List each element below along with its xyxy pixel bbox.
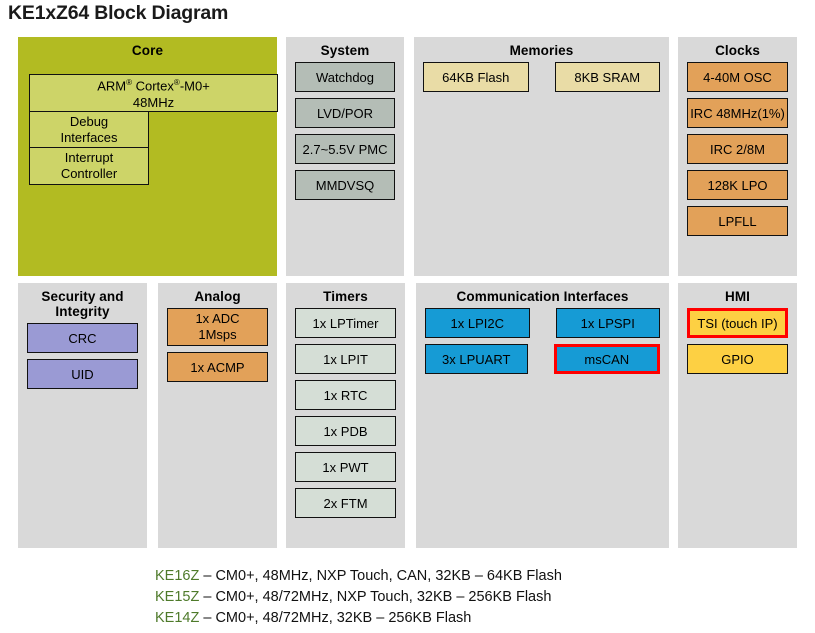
footer-line-ke14z: KE14Z – CM0+, 48/72MHz, 32KB – 256KB Fla… bbox=[155, 608, 562, 629]
block-tsi: TSI (touch IP) bbox=[687, 308, 788, 338]
panel-body-hmi: TSI (touch IP) GPIO bbox=[678, 308, 797, 374]
block-acmp: 1x ACMP bbox=[167, 352, 268, 382]
panel-title-security: Security and Integrity bbox=[18, 283, 147, 319]
block-arm-cortex-m0: ARM® Cortex®-M0+ 48MHz bbox=[29, 74, 278, 112]
footer-key-ke15z: KE15Z bbox=[155, 589, 200, 605]
block-osc: 4-40M OSC bbox=[687, 62, 788, 92]
footer-line-ke15z: KE15Z – CM0+, 48/72MHz, NXP Touch, 32KB … bbox=[155, 587, 562, 608]
block-ftm: 2x FTM bbox=[295, 488, 396, 518]
block-lptimer: 1x LPTimer bbox=[295, 308, 396, 338]
panel-title-core: Core bbox=[131, 43, 164, 58]
block-pdb: 1x PDB bbox=[295, 416, 396, 446]
debug-line2: Interfaces bbox=[60, 130, 118, 145]
panel-body-analog: 1x ADC 1Msps 1x ACMP bbox=[158, 308, 277, 382]
panel-title-analog: Analog bbox=[194, 289, 241, 304]
footer-line-ke16z: KE16Z – CM0+, 48MHz, NXP Touch, CAN, 32K… bbox=[155, 566, 562, 587]
panel-body-clocks: 4-40M OSC IRC 48MHz(1%) IRC 2/8M 128K LP… bbox=[678, 62, 797, 236]
block-watchdog: Watchdog bbox=[295, 62, 395, 92]
block-pwt: 1x PWT bbox=[295, 452, 396, 482]
footer-key-ke14z: KE14Z bbox=[155, 610, 200, 626]
memories-row: 64KB Flash 8KB SRAM bbox=[423, 62, 660, 98]
block-adc: 1x ADC 1Msps bbox=[167, 308, 268, 346]
block-interrupt-controller: Interrupt Controller bbox=[29, 147, 149, 185]
panel-core: Core ARM® Cortex®-M0+ 48MHz Debug Interf… bbox=[18, 37, 278, 276]
panel-hmi: HMI TSI (touch IP) GPIO bbox=[678, 283, 797, 548]
block-irc-2-8m: IRC 2/8M bbox=[687, 134, 788, 164]
panel-timers: Timers 1x LPTimer 1x LPIT 1x RTC 1x PDB … bbox=[286, 283, 405, 548]
registered-icon: ® bbox=[173, 78, 180, 88]
registered-icon: ® bbox=[126, 78, 132, 88]
block-128k-lpo: 128K LPO bbox=[687, 170, 788, 200]
communication-row-2: 3x LPUART msCAN bbox=[425, 344, 660, 380]
block-lpuart: 3x LPUART bbox=[425, 344, 528, 374]
panel-body-communication: 1x LPI2C 1x LPSPI 3x LPUART msCAN bbox=[416, 308, 669, 380]
panel-body-memories: 64KB Flash 8KB SRAM bbox=[414, 62, 669, 98]
communication-row-1: 1x LPI2C 1x LPSPI bbox=[425, 308, 660, 344]
panel-title-hmi: HMI bbox=[724, 289, 751, 304]
block-mmdvsq: MMDVSQ bbox=[295, 170, 395, 200]
panel-clocks: Clocks 4-40M OSC IRC 48MHz(1%) IRC 2/8M … bbox=[678, 37, 797, 276]
panel-title-clocks: Clocks bbox=[715, 43, 760, 58]
block-flash: 64KB Flash bbox=[423, 62, 529, 92]
panel-title-communication: Communication Interfaces bbox=[456, 289, 629, 304]
block-lpfll: LPFLL bbox=[687, 206, 788, 236]
block-lpspi: 1x LPSPI bbox=[555, 308, 660, 338]
panel-title-security-line2: Integrity bbox=[55, 304, 110, 319]
block-pmc: 2.7~5.5V PMC bbox=[295, 134, 395, 164]
footer-legend: KE16Z – CM0+, 48MHz, NXP Touch, CAN, 32K… bbox=[155, 566, 562, 629]
irq-line2: Controller bbox=[60, 166, 118, 181]
panel-system: System Watchdog LVD/POR 2.7~5.5V PMC MMD… bbox=[286, 37, 404, 276]
footer-desc-ke16z: – CM0+, 48MHz, NXP Touch, CAN, 32KB – 64… bbox=[199, 568, 562, 584]
panel-body-timers: 1x LPTimer 1x LPIT 1x RTC 1x PDB 1x PWT … bbox=[286, 308, 405, 518]
panel-title-system: System bbox=[320, 43, 370, 58]
irq-line1: Interrupt bbox=[64, 150, 114, 165]
block-uid: UID bbox=[27, 359, 138, 389]
arm-text: ARM bbox=[97, 78, 127, 94]
panel-title-timers: Timers bbox=[323, 289, 368, 304]
page-title: KE1xZ64 Block Diagram bbox=[8, 2, 229, 24]
block-mscan: msCAN bbox=[553, 344, 660, 374]
block-debug-interfaces: Debug Interfaces bbox=[29, 111, 149, 149]
panel-title-security-line1: Security and bbox=[41, 289, 124, 304]
block-sram: 8KB SRAM bbox=[554, 62, 660, 92]
panel-body-security: CRC UID bbox=[18, 323, 147, 389]
m0plus-text: -M0+ bbox=[179, 78, 210, 94]
block-lpit: 1x LPIT bbox=[295, 344, 396, 374]
block-irc-48mhz: IRC 48MHz(1%) bbox=[687, 98, 788, 128]
panel-title-memories: Memories bbox=[509, 43, 574, 58]
cortex-text: Cortex bbox=[132, 78, 174, 94]
adc-line2: 1Msps bbox=[198, 327, 237, 342]
panel-communication-interfaces: Communication Interfaces 1x LPI2C 1x LPS… bbox=[416, 283, 669, 548]
block-lpi2c: 1x LPI2C bbox=[425, 308, 530, 338]
footer-key-ke16z: KE16Z bbox=[155, 568, 200, 584]
footer-desc-ke14z: – CM0+, 48/72MHz, 32KB – 256KB Flash bbox=[199, 610, 472, 626]
block-rtc: 1x RTC bbox=[295, 380, 396, 410]
adc-line1: 1x ADC bbox=[195, 311, 240, 326]
panel-body-system: Watchdog LVD/POR 2.7~5.5V PMC MMDVSQ bbox=[286, 62, 404, 200]
footer-desc-ke15z: – CM0+, 48/72MHz, NXP Touch, 32KB – 256K… bbox=[199, 589, 552, 605]
block-arm-cortex-line2: 48MHz bbox=[132, 94, 175, 110]
block-gpio: GPIO bbox=[687, 344, 788, 374]
block-arm-cortex-line1: ARM® Cortex®-M0+ bbox=[97, 75, 210, 94]
block-crc: CRC bbox=[27, 323, 138, 353]
debug-line1: Debug bbox=[69, 114, 109, 129]
panel-memories: Memories 64KB Flash 8KB SRAM bbox=[414, 37, 669, 276]
panel-security-integrity: Security and Integrity CRC UID bbox=[18, 283, 147, 548]
panel-analog: Analog 1x ADC 1Msps 1x ACMP bbox=[158, 283, 277, 548]
block-lvd-por: LVD/POR bbox=[295, 98, 395, 128]
